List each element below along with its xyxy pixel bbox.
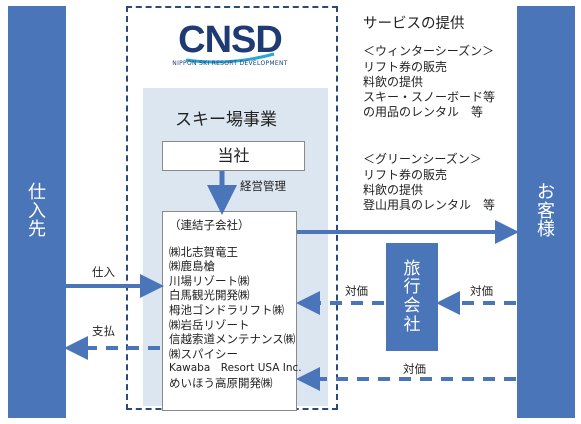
customer-char-2: 客 xyxy=(537,200,555,222)
purchase-label: 仕入 xyxy=(92,265,115,279)
subsidiary-item: めいほう高原開発㈱ xyxy=(169,375,273,390)
subsidiary-item: ㈱岩岳リゾート xyxy=(169,317,250,332)
green-heading: ＜グリーンシーズン＞ xyxy=(363,152,482,166)
services-title: サービスの提供 xyxy=(363,16,465,32)
winter-item: リフト券の販売 xyxy=(363,60,448,74)
subsidiary-item: 信越索道メンテナンス㈱ xyxy=(169,332,296,347)
parent-company-box: 当社 xyxy=(162,141,305,171)
green-item: 登山用具のレンタル 等 xyxy=(363,198,496,212)
supplier-char-2: 入 xyxy=(28,200,46,222)
price-label-left: 対価 xyxy=(345,284,368,298)
travel-char-4: 社 xyxy=(403,314,421,335)
travel-char-3: 会 xyxy=(403,296,421,316)
travel-char-1: 旅 xyxy=(403,258,421,279)
price-label-direct: 対価 xyxy=(403,362,426,376)
subsidiaries-heading: （連結子会社） xyxy=(169,218,250,232)
logo-text: CNSD xyxy=(178,19,282,61)
price-label-right: 対価 xyxy=(470,284,493,298)
subsidiary-item: ㈱北志賀竜王 xyxy=(169,244,238,259)
management-label: 経営管理 xyxy=(240,179,286,193)
supplier-bar: 仕 入 先 xyxy=(8,6,66,418)
green-item: リフト券の販売 xyxy=(363,168,448,182)
green-item: 料飲の提供 xyxy=(363,183,424,197)
nsd-logo: CNSD xyxy=(178,19,283,64)
customer-char-1: お xyxy=(537,181,555,203)
supplier-char-3: 先 xyxy=(28,219,46,241)
travel-char-2: 行 xyxy=(403,277,421,298)
subsidiary-item: 川場リゾート㈱ xyxy=(169,273,250,288)
customer-bar: お 客 様 xyxy=(517,6,575,418)
subsidiary-item: 白馬観光開発㈱ xyxy=(169,288,250,303)
segment-title: スキー場事業 xyxy=(175,110,277,130)
winter-item: スキー・スノーボード等 xyxy=(363,90,496,104)
subsidiary-item: Kawaba Resort USA Inc. xyxy=(169,362,302,375)
subsidiary-item: ㈱スパイシー xyxy=(169,346,238,361)
supplier-char-1: 仕 xyxy=(28,181,46,203)
payment-label: 支払 xyxy=(92,324,115,338)
winter-item: 料飲の提供 xyxy=(363,75,424,89)
travel-agency-box: 旅 行 会 社 xyxy=(386,243,438,351)
subsidiary-item: ㈱鹿島槍 xyxy=(169,259,215,274)
logo-subtitle: NIPPON SKI RESORT DEVELOPMENT xyxy=(172,60,288,67)
subsidiaries-box: （連結子会社） ㈱北志賀竜王 ㈱鹿島槍 川場リゾート㈱ 白馬観光開発㈱ 栂池ゴン… xyxy=(162,211,302,411)
customer-char-3: 様 xyxy=(537,219,555,241)
winter-item: の用品のレンタル 等 xyxy=(363,105,484,119)
subsidiary-item: 栂池ゴンドラリフト㈱ xyxy=(169,302,284,317)
winter-heading: ＜ウィンターシーズン＞ xyxy=(363,44,495,58)
